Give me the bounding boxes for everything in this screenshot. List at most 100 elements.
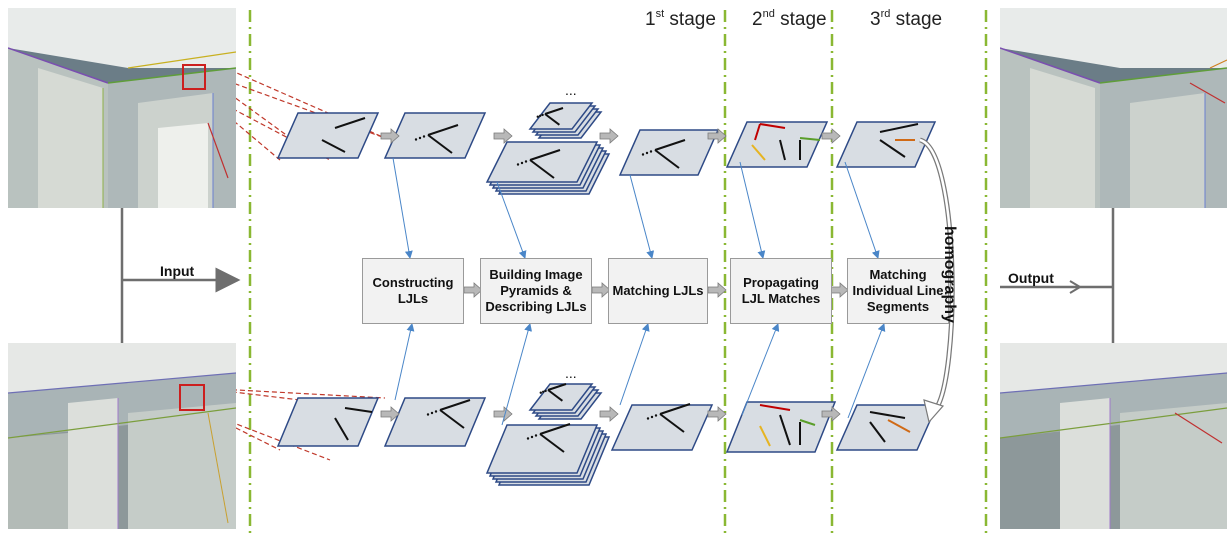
stage-suffix: nd xyxy=(762,8,775,20)
ljl-junction xyxy=(516,163,520,166)
step-box-propagating-matches: Propagating LJL Matches xyxy=(730,258,832,324)
step-arrow-middle xyxy=(463,282,483,298)
ljl-junction xyxy=(541,113,544,117)
output-photo-top-image xyxy=(1000,8,1227,208)
ljl-junction xyxy=(539,423,571,435)
ljl-junction xyxy=(539,433,565,453)
ljl-junction xyxy=(530,435,534,439)
ljl-junction xyxy=(426,413,430,416)
ljl-junction xyxy=(654,414,658,417)
ljl-junction xyxy=(529,159,555,179)
output-photo-top xyxy=(1000,8,1227,208)
step-arrow-top xyxy=(821,128,841,144)
ljl-junction xyxy=(539,391,542,394)
panel-top-1 xyxy=(276,112,380,159)
ljl-junction xyxy=(654,139,686,151)
step-box-matching-segments: Matching Individual Line Segments xyxy=(847,258,949,324)
connector-top xyxy=(392,157,413,259)
connector-bottom xyxy=(741,323,780,416)
segment xyxy=(869,421,886,443)
step-arrow-bottom xyxy=(707,406,727,422)
connector-top xyxy=(739,161,766,259)
step-box-matching-ljls: Matching LJLs xyxy=(608,258,708,324)
ljl-junction xyxy=(544,113,561,126)
ljl-junction xyxy=(547,383,567,391)
step-arrow-bottom xyxy=(380,406,400,422)
ljl-junction xyxy=(659,403,691,415)
input-label: Input xyxy=(160,263,195,279)
ljl-junction xyxy=(439,399,471,411)
ljl-junction xyxy=(547,389,564,402)
input-photo-top xyxy=(8,8,236,208)
input-photo-bottom xyxy=(8,343,236,529)
ljl-junction xyxy=(659,413,685,433)
panel-bottom-3 xyxy=(610,404,714,451)
ljl-junction xyxy=(649,150,653,153)
stage-num: 1 xyxy=(645,9,656,30)
match-red xyxy=(759,123,786,129)
ljl-junction xyxy=(434,410,438,413)
segment xyxy=(779,139,786,161)
output-arrowhead xyxy=(1069,280,1082,294)
ljl-junction xyxy=(641,153,645,156)
step-arrow-top xyxy=(380,128,400,144)
segment xyxy=(869,411,906,419)
panel-bottom-4 xyxy=(725,401,837,453)
ljl-junction xyxy=(544,389,547,393)
stage-suffix: rd xyxy=(880,8,891,20)
connector-top xyxy=(496,181,527,259)
match-yellow xyxy=(759,425,771,447)
pyramid-large-top xyxy=(485,141,599,183)
ljl-junction xyxy=(524,160,528,163)
step-arrow-top xyxy=(707,128,727,144)
stage-label-2: 2nd stage xyxy=(752,8,827,31)
segment xyxy=(779,414,791,446)
stage-suffix: st xyxy=(655,8,665,20)
projection-line xyxy=(196,69,301,146)
projection-line xyxy=(199,409,331,461)
ljl-junction xyxy=(654,149,680,169)
projection-line xyxy=(229,69,386,139)
ljl-junction xyxy=(427,124,459,136)
match-red xyxy=(754,123,761,141)
homography-arrow-inner xyxy=(919,138,954,411)
step-box-constructing-ljls: Constructing LJLs xyxy=(362,258,464,324)
projection-line xyxy=(199,409,281,451)
ljl-junction xyxy=(534,434,538,437)
connector-top xyxy=(844,161,880,259)
stage-label-3: 3rd stage xyxy=(870,8,942,31)
ljl-junction xyxy=(418,136,422,140)
panel-bottom-5 xyxy=(835,404,939,451)
ljl-junction xyxy=(526,437,530,440)
connector-bottom xyxy=(394,323,415,401)
match-green xyxy=(799,137,821,141)
output-photo-bottom-image xyxy=(1000,343,1227,529)
ljl-junction xyxy=(430,411,434,415)
step-arrow-middle xyxy=(591,282,611,298)
output-label: Output xyxy=(1008,270,1054,286)
connector-bottom xyxy=(847,323,886,419)
stage-word: stage xyxy=(664,9,716,30)
ljl-junction xyxy=(539,114,542,118)
projection-line xyxy=(199,387,386,399)
ljl-junction xyxy=(427,134,453,154)
ellipsis-top: ... xyxy=(565,82,577,98)
stage-word: stage xyxy=(890,9,943,30)
step-box-building-pyramids: Building Image Pyramids & Describing LJL… xyxy=(480,258,592,324)
match-red xyxy=(759,404,791,411)
ljl-junction xyxy=(520,161,524,165)
input-photo-bottom-image xyxy=(8,343,236,529)
ljl-junction xyxy=(529,149,561,161)
segment xyxy=(879,123,919,133)
homography-arrowhead xyxy=(923,399,945,424)
segment xyxy=(334,117,366,129)
step-arrow-top xyxy=(599,128,619,144)
ellipsis-bottom: ... xyxy=(565,365,577,381)
pyramid-small-top xyxy=(528,102,594,130)
connector-top xyxy=(629,174,655,259)
panel-bottom-2 xyxy=(383,397,487,447)
segment xyxy=(344,407,373,413)
panel-top-2 xyxy=(383,112,487,159)
stage-num: 3 xyxy=(870,9,881,30)
